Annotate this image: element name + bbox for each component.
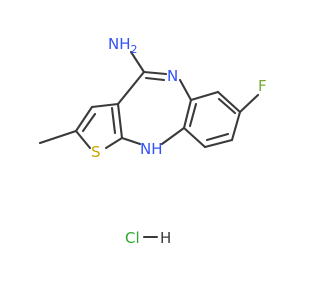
bond-c3a-c10a [116, 102, 124, 140]
bond-c7-c8 [230, 110, 242, 142]
bond-c9a-n10 [160, 126, 186, 146]
amine-nh-text: NH [108, 35, 131, 53]
amine-label: NH2 [108, 35, 138, 56]
bond-layer [38, 50, 260, 239]
bond-c2-c3-inner [81, 112, 97, 133]
molecule-drawing: NH2 N F S NH Cl H [38, 35, 267, 247]
ring-nh-label: NH [140, 140, 163, 158]
bond-c9a-c5a-inner [188, 102, 198, 128]
bond-c7-f [238, 93, 260, 114]
bond-c6-c7-inner [217, 97, 237, 115]
bond-s-c2 [74, 129, 92, 150]
atom-labels: NH2 N F S NH Cl H [91, 35, 267, 247]
bond-c4-n5-inner [144, 76, 166, 82]
amine-subscript: 2 [131, 43, 138, 56]
bond-c8-c9 [203, 138, 234, 149]
bond-c8-c9-inner [205, 132, 230, 142]
hydrogen-label: H [160, 229, 171, 247]
bond-c4-n5 [142, 70, 168, 76]
bond-c10a-s [104, 136, 124, 150]
bond-c9a-c5a [182, 98, 193, 130]
bond-n5-c5a [178, 78, 193, 102]
imine-n-label: N [167, 67, 178, 85]
chlorine-label: Cl [125, 229, 140, 247]
bond-c5a-c6 [189, 90, 220, 102]
bond-c2-methyl [38, 129, 78, 145]
fluorine-label: F [258, 77, 267, 95]
bond-c3a-c10a-inner [110, 106, 117, 135]
structure-canvas: NH2 N F S NH Cl H [38, 35, 267, 247]
bond-c9-c9a [182, 126, 207, 149]
bond-c6-c7 [216, 90, 242, 114]
sulfur-label: S [91, 143, 101, 161]
bond-c2-c3 [74, 105, 94, 133]
bond-n10-c10a [120, 136, 142, 146]
bond-c3-c3a [90, 102, 120, 109]
bond-c3a-c4 [116, 70, 146, 106]
bond-c4-nh2 [129, 50, 146, 74]
